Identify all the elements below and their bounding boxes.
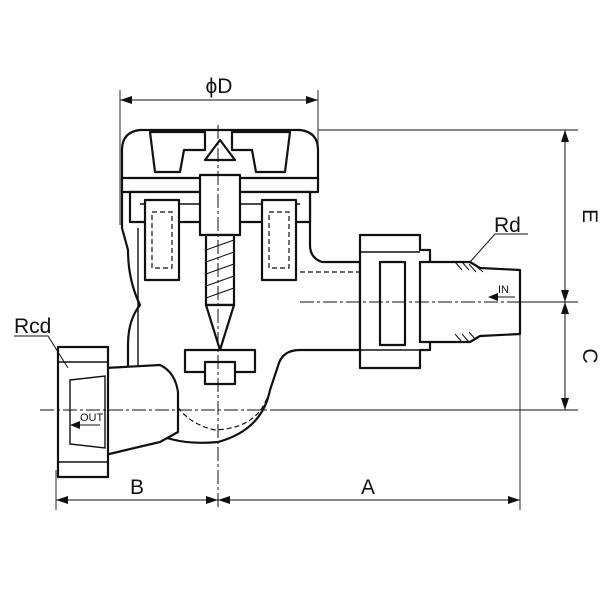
label-dim-a: A — [361, 476, 375, 499]
label-flow-in: IN — [498, 284, 509, 296]
label-diameter: ϕD — [206, 75, 233, 98]
outlet-nozzle — [56, 345, 180, 479]
label-dim-c: C — [578, 348, 600, 363]
label-dim-e: E — [578, 209, 600, 223]
label-flow-out: OUT — [80, 412, 104, 424]
center-lines — [40, 125, 530, 510]
label-outlet-thread: Rcd — [14, 315, 51, 338]
label-dim-b: B — [130, 476, 144, 499]
label-inlet-thread: Rd — [494, 214, 521, 237]
internal-mechanism — [143, 138, 298, 386]
dimension-lines — [14, 96, 569, 504]
dimension-labels: ϕD Rd Rcd A B E C IN OUT — [14, 75, 600, 499]
